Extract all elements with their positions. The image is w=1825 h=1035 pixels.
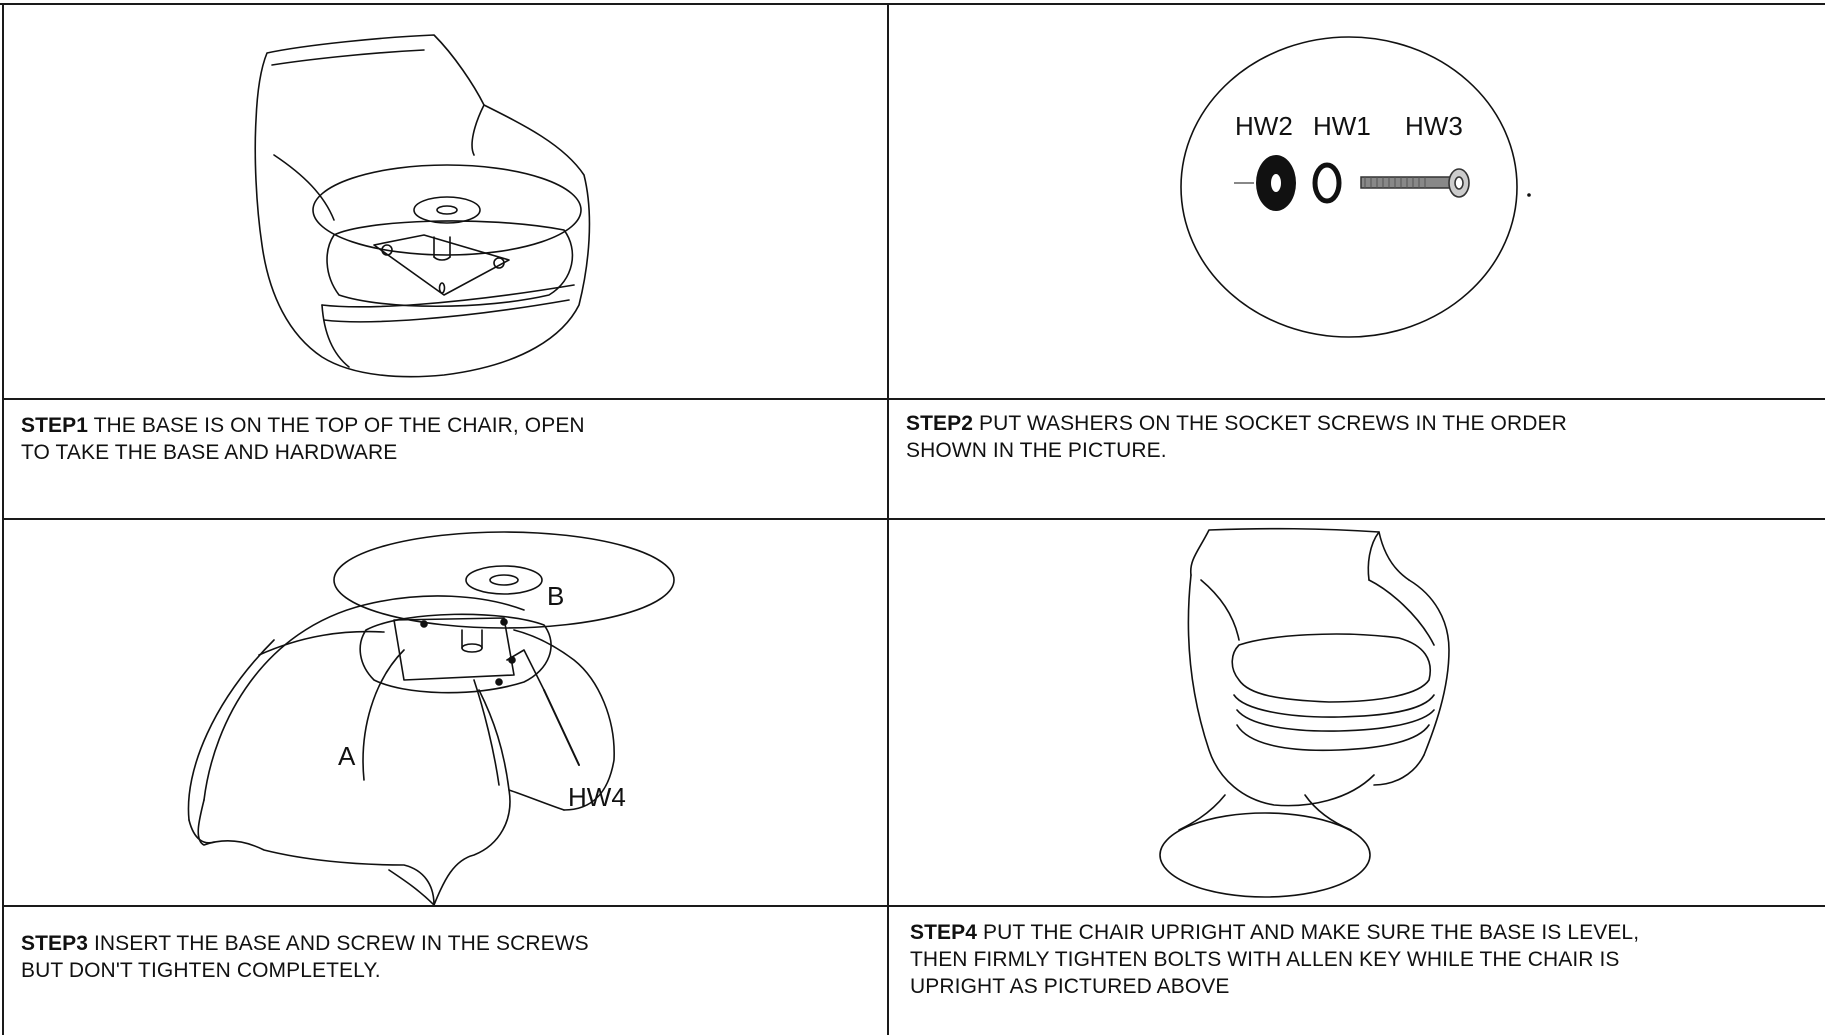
step3-text-line2: BUT DON'T TIGHTEN COMPLETELY. [21, 957, 881, 984]
step2-caption: STEP2 PUT WASHERS ON THE SOCKET SCREWS I… [906, 410, 1816, 464]
hw4-label: HW4 [568, 782, 626, 812]
step4-caption: STEP4 PUT THE CHAIR UPRIGHT AND MAKE SUR… [910, 919, 1820, 1000]
step3-text-line1: INSERT THE BASE AND SCREW IN THE SCREWS [88, 932, 589, 955]
socket-screw-hw3 [1361, 169, 1469, 197]
step4-label: STEP4 [910, 921, 977, 944]
row-divider-3 [2, 905, 1825, 907]
step3-illustration: B A HW4 [4, 520, 887, 905]
step2-label: STEP2 [906, 412, 973, 435]
step1-caption: STEP1 THE BASE IS ON THE TOP OF THE CHAI… [21, 412, 881, 466]
small-washer-hw1 [1315, 165, 1339, 201]
step1-text-line1: THE BASE IS ON THE TOP OF THE CHAIR, OPE… [88, 414, 585, 437]
hw1-label: HW1 [1313, 111, 1371, 141]
step4-illustration [889, 520, 1825, 905]
step4-text-line2: THEN FIRMLY TIGHTEN BOLTS WITH ALLEN KEY… [910, 946, 1820, 973]
step1-label: STEP1 [21, 414, 88, 437]
step3-label: STEP3 [21, 932, 88, 955]
hw2-label: HW2 [1235, 111, 1293, 141]
part-b-label: B [547, 581, 564, 611]
hw3-label: HW3 [1405, 111, 1463, 141]
row-divider-1 [2, 398, 1825, 400]
part-a-label: A [338, 741, 356, 771]
step1-illustration [4, 5, 887, 398]
step2-text-line2: SHOWN IN THE PICTURE. [906, 437, 1816, 464]
step2-text-line1: PUT WASHERS ON THE SOCKET SCREWS IN THE … [973, 412, 1567, 435]
step4-text-line3: UPRIGHT AS PICTURED ABOVE [910, 973, 1820, 1000]
step1-text-line2: TO TAKE THE BASE AND HARDWARE [21, 439, 881, 466]
step4-text-line1: PUT THE CHAIR UPRIGHT AND MAKE SURE THE … [977, 921, 1639, 944]
step2-illustration: HW2 HW1 HW3 [889, 5, 1825, 398]
step3-caption: STEP3 INSERT THE BASE AND SCREW IN THE S… [21, 930, 881, 984]
